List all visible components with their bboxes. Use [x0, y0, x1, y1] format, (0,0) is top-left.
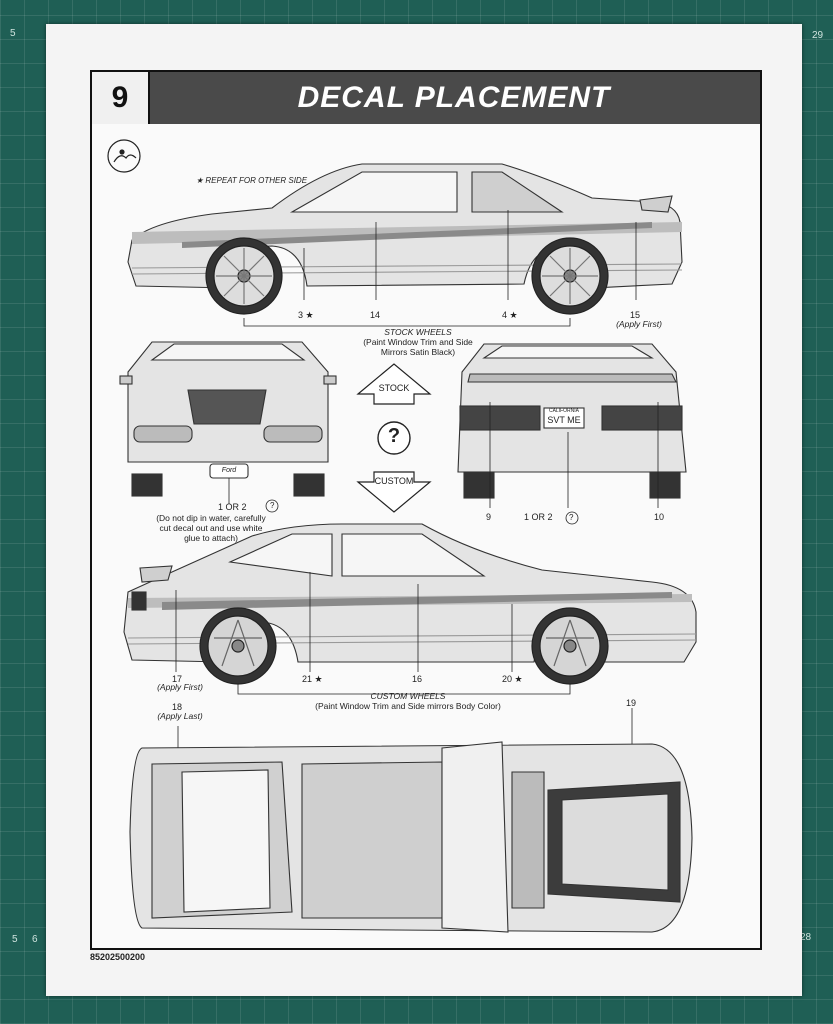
choice-question-mark: ?: [387, 425, 401, 447]
mat-ruler-number: 5: [12, 934, 18, 945]
page-title: DECAL PLACEMENT: [297, 81, 611, 114]
decal-number-9: 9: [486, 512, 492, 522]
decal-icon: [107, 139, 141, 173]
custom-front-wheel: [531, 607, 609, 685]
custom-arrow-icon: [356, 471, 432, 513]
repeat-note: ★ REPEAT FOR OTHER SIDE: [196, 176, 308, 185]
top-car-drawing: [129, 741, 693, 933]
front-leader: [228, 478, 279, 513]
rear-plate-state: CALIFORNIA: [548, 408, 579, 414]
stock-wheels-note-1: (Paint Window Trim and Side: [363, 336, 473, 347]
repeat-note-text: REPEAT FOR OTHER SIDE: [205, 176, 308, 185]
decal-number-19: 19: [626, 698, 637, 708]
front-note-line-1: (Do not dip in water, carefully: [156, 513, 266, 523]
stock-choice-label: STOCK: [378, 383, 410, 393]
instruction-frame: 9 DECAL PLACEMENT: [90, 70, 762, 950]
stock-wheels-note-2: Mirrors Satin Black): [380, 346, 456, 357]
rear-plate-text: SVT ME: [547, 415, 581, 425]
instruction-sheet: 9 DECAL PLACEMENT: [46, 24, 802, 996]
decal-15-note: (Apply First): [616, 319, 662, 329]
decal-number-17: 17: [172, 674, 183, 684]
mat-ruler-number: 28: [800, 932, 812, 943]
decal-number-20: 20 ★: [502, 674, 523, 684]
decal-number-16: 16: [412, 674, 423, 684]
custom-wheels-note: (Paint Window Trim and Side mirrors Body…: [315, 700, 501, 711]
stock-arrow-icon: [356, 363, 432, 405]
question-circle-icon: [377, 421, 411, 455]
decal-18-note: (Apply Last): [157, 711, 203, 721]
rear-car-drawing: [457, 343, 687, 499]
decal-number-14: 14: [370, 310, 381, 320]
custom-wheels-title: CUSTOM WHEELS: [370, 691, 446, 701]
decal-number-10: 10: [654, 512, 665, 522]
decal-number-rear-1or2: 1 OR 2: [524, 512, 553, 522]
front-car-drawing: [119, 341, 337, 497]
mat-ruler-number: 6: [32, 934, 38, 945]
stock-front-wheel: [205, 237, 283, 315]
rear-question-mark: ?: [569, 513, 574, 522]
decal-number-18: 18: [172, 702, 183, 712]
step-number: 9: [92, 72, 150, 124]
front-note-line-3: glue to attach): [184, 532, 238, 543]
catalog-number: 85202500200: [90, 952, 146, 962]
decal-number-15: 15: [630, 310, 641, 320]
custom-rear-wheel: [199, 607, 277, 685]
decal-number-21: 21 ★: [302, 674, 323, 684]
stock-rear-wheel: [531, 237, 609, 315]
stock-leader-lines: [243, 210, 637, 327]
front-note-line-2: cut decal out and use white: [159, 522, 263, 533]
part-21-text: 21: [302, 674, 313, 684]
stock-side-car-drawing: [127, 163, 683, 289]
decal-17-note: (Apply First): [157, 682, 203, 692]
mat-ruler-number: 29: [812, 30, 824, 41]
mat-ruler-number: 5: [10, 28, 16, 39]
custom-wheels-caption: CUSTOM WHEELS (Paint Window Trim and Sid…: [268, 691, 548, 712]
line-drawings: [107, 139, 697, 933]
custom-choice-label: CUSTOM: [374, 476, 414, 486]
part-4-text: 4: [502, 310, 508, 320]
title-bar: 9 DECAL PLACEMENT: [92, 72, 760, 124]
decal-number-3: 3 ★: [298, 310, 314, 320]
front-plate-logo: Ford: [221, 467, 237, 474]
decal-number-front-1or2: 1 OR 2: [218, 502, 247, 512]
front-question-mark: ?: [270, 501, 275, 510]
part-20-text: 20: [502, 674, 513, 684]
front-note: (Do not dip in water, carefully cut deca…: [116, 513, 306, 543]
stock-wheels-caption: STOCK WHEELS (Paint Window Trim and Side…: [288, 327, 548, 357]
part-3-text: 3: [298, 310, 304, 320]
stock-wheels-title: STOCK WHEELS: [384, 327, 452, 337]
rear-leaders: [489, 402, 659, 525]
decal-number-4: 4 ★: [502, 310, 518, 320]
